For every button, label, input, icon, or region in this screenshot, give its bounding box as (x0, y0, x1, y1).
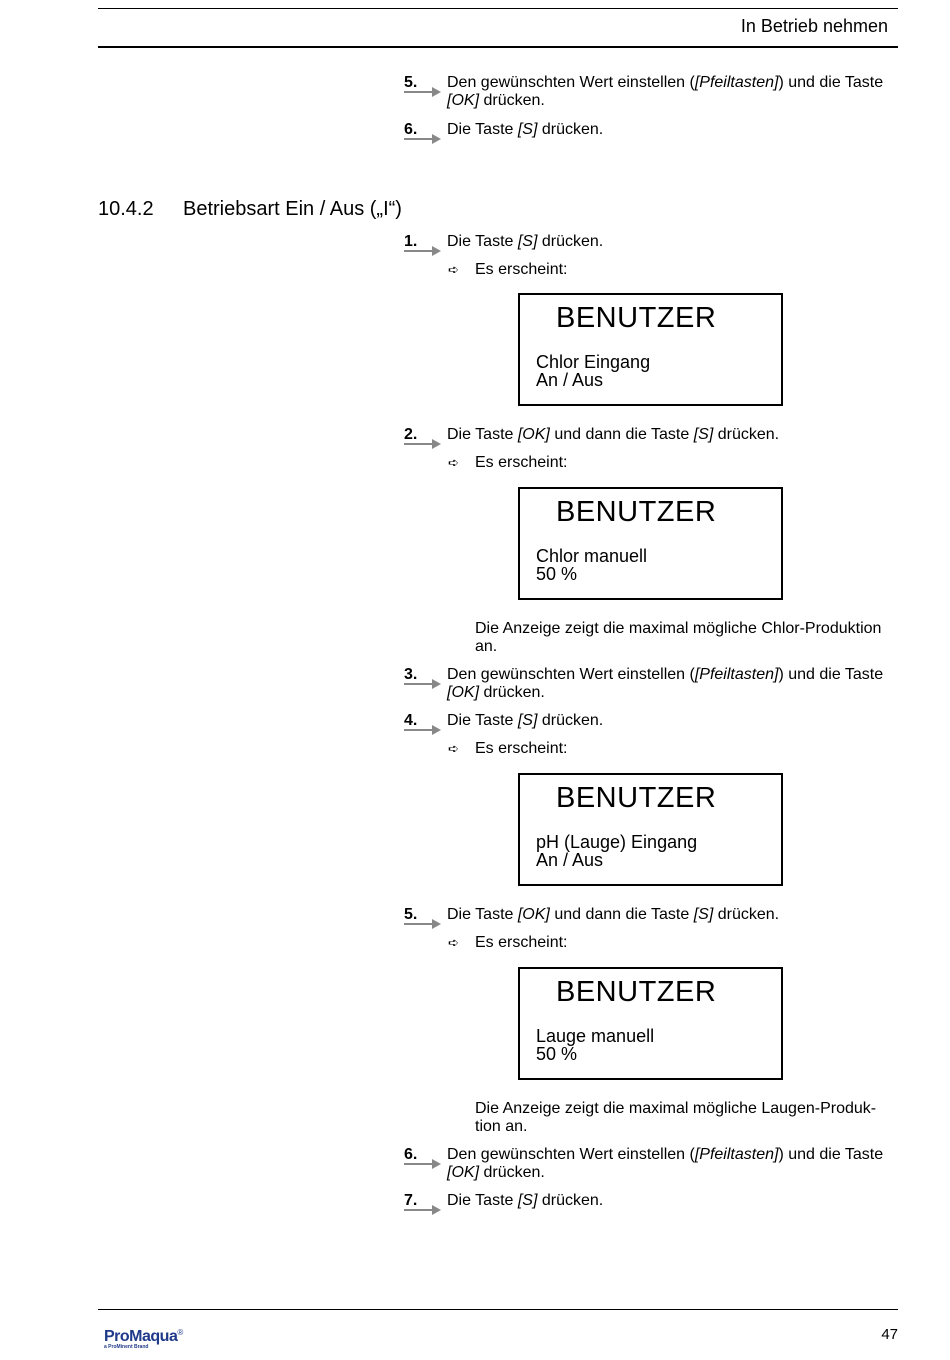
note-text: Die Anzeige zeigt die maximal mögliche C… (475, 620, 882, 655)
step-arrow-icon (432, 725, 441, 735)
result-arrow-icon: ➪ (448, 455, 459, 470)
section-number: 10.4.2 (98, 198, 154, 220)
display-line: pH (Lauge) Eingang (536, 832, 698, 852)
step-arrow-icon (432, 679, 441, 689)
step-text: Die Taste [OK] und dann die Taste [S] dr… (447, 906, 780, 923)
footer-rule (98, 1309, 898, 1310)
step-number: 4. (404, 712, 441, 735)
display-line: An / Aus (536, 370, 604, 390)
header-bottom-rule (98, 46, 898, 48)
note-text: Die Anzeige zeigt die maximal mögliche L… (475, 1100, 877, 1135)
display-line: Lauge manuell (536, 1026, 655, 1046)
section-title: Betriebsart Ein / Aus („I“) (183, 198, 402, 220)
step-text: Die Taste [S] drücken. (447, 712, 604, 729)
step-number: 3. (404, 666, 441, 689)
result-arrow-icon: ➪ (448, 741, 459, 756)
step-number: 1. (404, 233, 441, 256)
device-display: BENUTZER Chlor Eingang An / Aus (518, 293, 783, 406)
step-text: Die Taste [OK] und dann die Taste [S] dr… (447, 426, 780, 443)
device-display: BENUTZER pH (Lauge) Eingang An / Aus (518, 773, 783, 886)
step-text: Den gewünschten Wert einstellen ([Pfeilt… (447, 666, 884, 701)
step-arrow-icon (432, 87, 441, 97)
display-title: BENUTZER (556, 976, 717, 1008)
display-line: 50 % (536, 564, 578, 584)
step-text: Die Taste [S] drücken. (447, 1192, 604, 1209)
display-line: Chlor manuell (536, 546, 648, 566)
display-line: An / Aus (536, 850, 604, 870)
step-text: Den gewünschten Wert einstellen ([Pfeilt… (447, 1146, 884, 1181)
step-text: Die Taste [S] drücken. (447, 233, 604, 250)
result-line: ➪Es erscheint: (448, 261, 568, 278)
step-number: 5. (404, 74, 441, 97)
page-number: 47 (881, 1326, 898, 1343)
step-number: 7. (404, 1192, 441, 1215)
step-arrow-icon (432, 134, 441, 144)
display-title: BENUTZER (556, 782, 717, 814)
result-arrow-icon: ➪ (448, 935, 459, 950)
result-line: ➪Es erscheint: (448, 454, 568, 471)
step-arrow-icon (432, 439, 441, 449)
display-title: BENUTZER (556, 302, 717, 334)
step-number: 6. (404, 1146, 441, 1169)
result-arrow-icon: ➪ (448, 262, 459, 277)
header-top-rule (98, 8, 898, 9)
device-display: BENUTZER Lauge manuell 50 % (518, 967, 783, 1080)
step-arrow-icon (432, 1205, 441, 1215)
step-number: 5. (404, 906, 441, 929)
step-number: 2. (404, 426, 441, 449)
header-title: In Betrieb nehmen (740, 16, 888, 36)
display-title: BENUTZER (556, 496, 717, 528)
step-text: Die Taste [S] drücken. (447, 121, 604, 138)
step-arrow-icon (432, 1159, 441, 1169)
display-line: 50 % (536, 1044, 578, 1064)
step-arrow-icon (432, 246, 441, 256)
device-display: BENUTZER Chlor manuell 50 % (518, 487, 783, 600)
brand-logo: ProMaqua® a ProMinent Brand (104, 1328, 184, 1350)
step-text: Den gewünschten Wert einstellen ([Pfeilt… (447, 74, 884, 109)
step-number: 6. (404, 121, 441, 144)
result-line: ➪Es erscheint: (448, 740, 568, 757)
step-arrow-icon (432, 919, 441, 929)
display-line: Chlor Eingang (536, 352, 651, 372)
result-line: ➪Es erscheint: (448, 934, 568, 951)
